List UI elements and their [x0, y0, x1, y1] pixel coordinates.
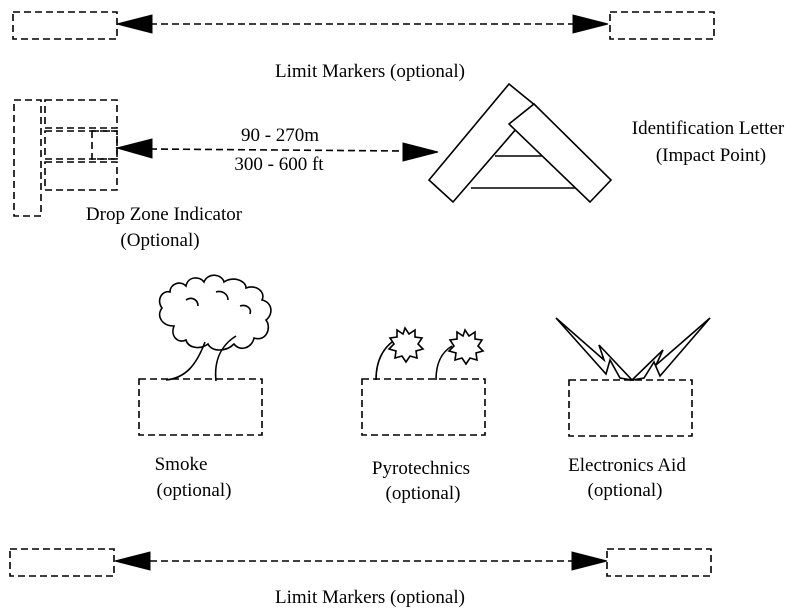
distance-feet-label: 300 - 600 ft [234, 154, 324, 175]
identification-label-line1: Identification Letter [632, 118, 785, 139]
smoke-label-line2: (optional) [157, 480, 232, 501]
smoke-stem-left [165, 341, 206, 381]
pyro-burst-left-icon [387, 326, 425, 364]
drop-zone-bottom-bar [44, 161, 118, 191]
distance-indicator: 90 - 270m 300 - 600 ft [115, 125, 439, 175]
top-limit-markers-label: Limit Markers (optional) [275, 61, 465, 82]
bottom-right-arrowhead [571, 551, 608, 571]
pyro-trail-left [375, 341, 393, 381]
smoke-box [138, 378, 263, 436]
drop-zone-indicator: Drop Zone Indicator (Optional) [13, 99, 243, 251]
identification-label-line2: (Impact Point) [656, 145, 766, 166]
bottom-limit-markers: Limit Markers (optional) [9, 548, 712, 608]
pyrotechnics-marker: Pyrotechnics (optional) [361, 326, 486, 504]
drop-zone-label-line1: Drop Zone Indicator [86, 204, 243, 225]
bottom-right-limit-marker [606, 548, 712, 577]
letter-left-leg [427, 82, 538, 204]
drop-zone-center-block [91, 130, 118, 160]
letter-right-leg [507, 102, 613, 204]
pyrotechnics-box [361, 378, 486, 436]
distance-metric-label: 90 - 270m [241, 125, 319, 146]
drop-zone-label-line2: (Optional) [120, 230, 199, 251]
electronics-signal-left-icon [555, 317, 635, 382]
bottom-left-limit-marker [9, 548, 115, 577]
top-limit-markers: Limit Markers (optional) [12, 11, 715, 82]
identification-letter: Identification Letter (Impact Point) [427, 82, 785, 204]
distance-dashed-line [149, 148, 406, 152]
distance-left-arrowhead [115, 138, 153, 159]
smoke-cloud-detail [185, 290, 252, 315]
electronics-aid-marker: Electronics Aid (optional) [555, 317, 711, 501]
top-right-limit-marker [609, 11, 715, 40]
bottom-left-arrowhead [114, 551, 151, 571]
electronics-label-line2: (optional) [588, 480, 663, 501]
pyro-burst-right-icon [447, 328, 485, 366]
electronics-box [568, 379, 693, 437]
smoke-stem-right [214, 335, 237, 382]
drop-zone-top-bar [44, 99, 118, 129]
electronics-signal-right-icon [629, 317, 711, 382]
smoke-cloud-icon [158, 274, 272, 351]
pyrotechnics-label-line1: Pyrotechnics [372, 458, 470, 479]
pyrotechnics-label-line2: (optional) [386, 483, 461, 504]
top-left-limit-marker [12, 11, 118, 40]
smoke-marker: Smoke (optional) [138, 274, 272, 501]
smoke-label-line1: Smoke [155, 454, 208, 475]
bottom-limit-markers-label: Limit Markers (optional) [275, 587, 465, 608]
pyro-trail-right [435, 345, 453, 381]
drop-zone-middle-bar [44, 130, 118, 160]
drop-zone-vertical-bar [13, 99, 42, 217]
distance-right-arrowhead [402, 142, 439, 162]
top-left-arrowhead [116, 14, 153, 34]
top-right-arrowhead [572, 14, 609, 34]
electronics-label-line1: Electronics Aid [568, 455, 686, 476]
